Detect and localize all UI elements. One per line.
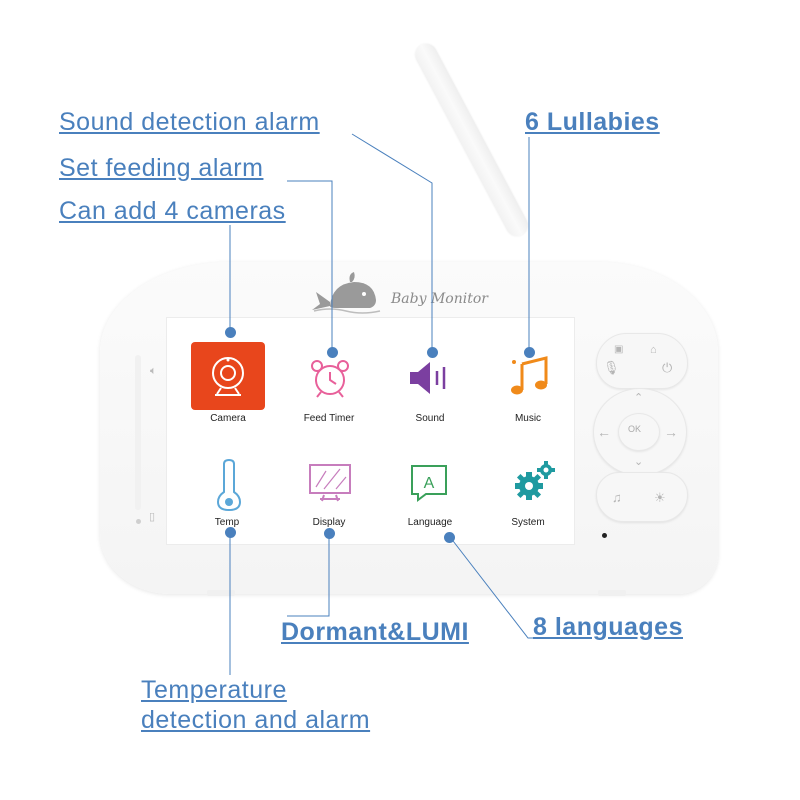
app-label-sound: Sound — [415, 413, 445, 424]
bottom-button-pill — [596, 472, 688, 522]
side-slot — [135, 355, 141, 510]
power-button[interactable]: ⏻ — [662, 360, 673, 375]
display-icon[interactable] — [306, 461, 354, 505]
app-label-display: Display — [312, 517, 346, 528]
music-note-icon[interactable] — [508, 354, 552, 398]
camera-icon — [212, 357, 244, 396]
right-arrow-button[interactable]: → — [664, 424, 678, 440]
whale-logo-icon — [312, 272, 381, 314]
speaker-icon[interactable] — [406, 358, 450, 398]
up-arrow-button[interactable]: ⌃ — [634, 392, 644, 404]
label-languages: 8 languages — [533, 613, 683, 641]
annotation-dot-cameras — [225, 327, 236, 338]
app-label-music: Music — [514, 413, 542, 424]
lullaby-button[interactable]: ♫ — [612, 490, 622, 505]
app-label-system: System — [511, 517, 545, 528]
annotation-dot-temperature — [225, 527, 236, 538]
camera-app-tile[interactable] — [191, 342, 265, 410]
label-lullabies: 6 Lullabies — [525, 108, 660, 136]
device-foot-right — [598, 590, 626, 596]
ok-label: OK — [628, 424, 642, 434]
thermometer-icon[interactable] — [214, 458, 244, 512]
left-arrow-button[interactable]: ← — [597, 424, 611, 440]
annotation-dot-feeding — [327, 347, 338, 358]
annotation-dot-lullabies — [524, 347, 535, 358]
annotation-dot-dormant — [324, 528, 335, 539]
night-light-button[interactable]: ☀︎ — [654, 490, 666, 505]
home-button[interactable]: ⌂ — [650, 344, 657, 356]
talk-button[interactable]: 🎙︎ — [603, 360, 620, 375]
volume-icon: 🔈︎ — [150, 365, 157, 377]
label-temperature-line2: detection and alarm — [141, 706, 371, 734]
brand-name: Baby Monitor — [391, 291, 488, 307]
power-led — [136, 519, 141, 524]
gear-icon[interactable] — [510, 458, 558, 504]
label-temperature-line1: Temperature — [141, 676, 287, 704]
annotation-dot-sound — [427, 347, 438, 358]
svg-text:A: A — [424, 475, 435, 492]
label-sound-detection: Sound detection alarm — [59, 108, 320, 136]
language-icon[interactable]: A — [406, 462, 452, 504]
label-feeding-alarm: Set feeding alarm — [59, 154, 264, 182]
app-label-language: Language — [407, 517, 453, 528]
battery-icon: ▯ — [149, 511, 156, 523]
annotation-dot-languages — [444, 532, 455, 543]
app-label-feed-timer: Feed Timer — [303, 413, 355, 424]
label-cameras: Can add 4 cameras — [59, 197, 286, 225]
app-label-temp: Temp — [214, 517, 240, 528]
camera-switch-button[interactable]: ▣ — [614, 344, 624, 355]
ok-button[interactable] — [618, 413, 660, 451]
app-label-camera: Camera — [210, 413, 246, 424]
device-foot-left — [207, 590, 235, 596]
alarm-clock-icon[interactable] — [308, 356, 352, 400]
down-arrow-button[interactable]: ⌄ — [634, 456, 644, 468]
microphone-hole — [602, 533, 607, 538]
label-dormant: Dormant&LUMI — [281, 618, 469, 646]
